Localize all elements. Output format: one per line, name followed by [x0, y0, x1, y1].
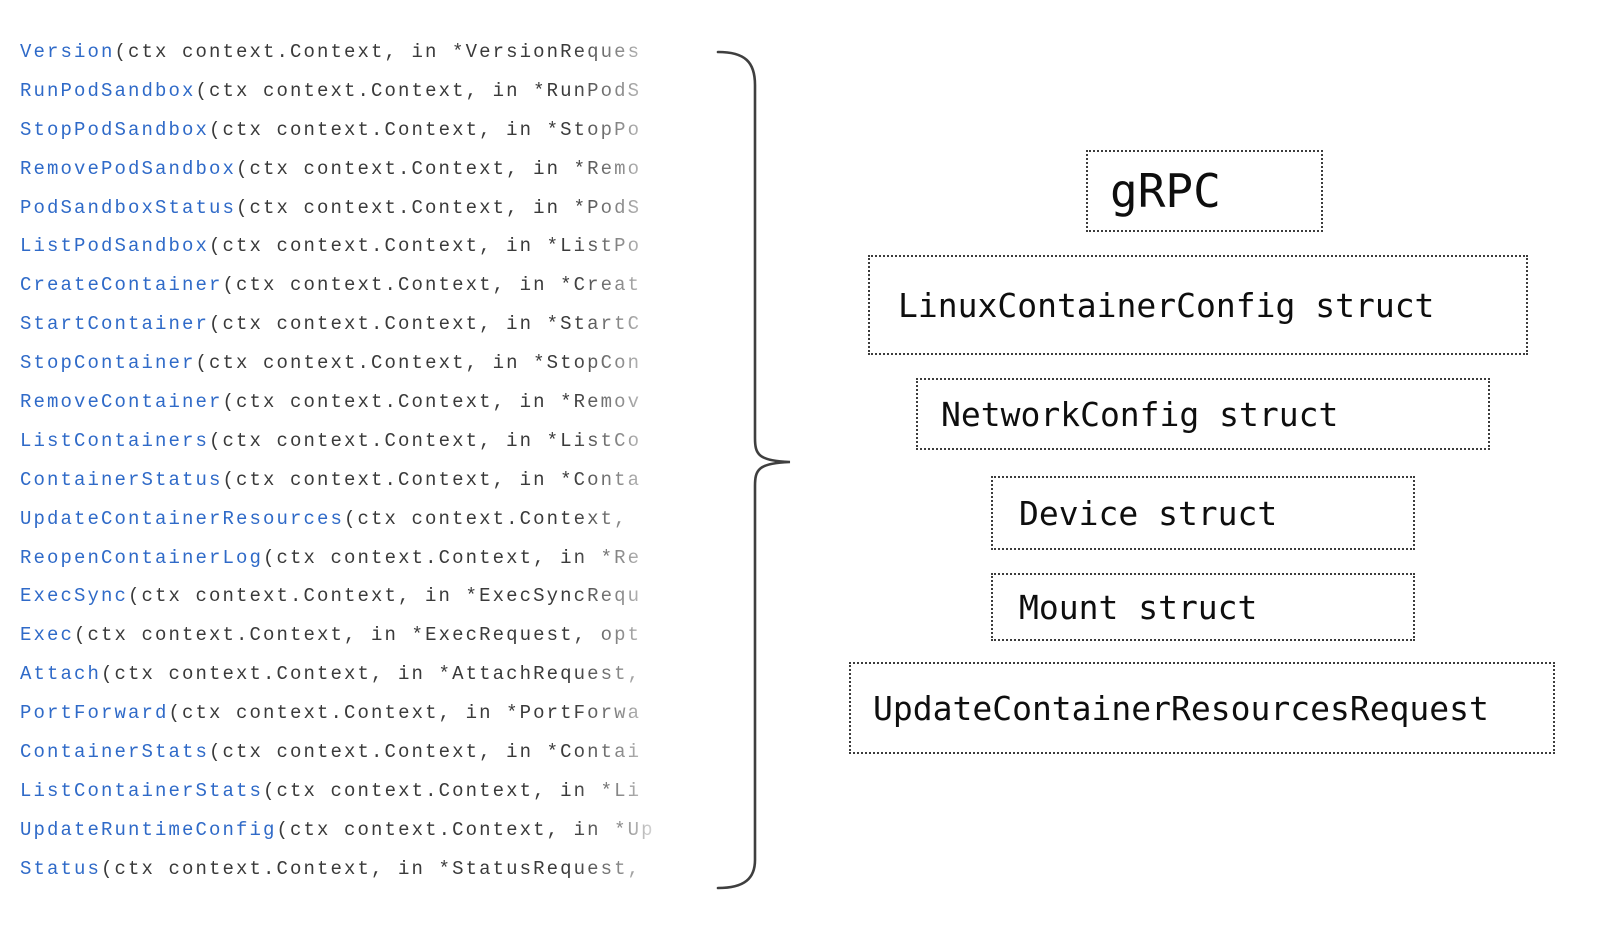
code-line: ReopenContainerLog(ctx context.Context, …	[20, 539, 680, 578]
code-line: Version(ctx context.Context, in *Version…	[20, 33, 680, 72]
signature-text: (ctx context.Context, in *StopPo	[209, 118, 642, 141]
signature-text: (ctx context.Context, in *AttachRequest,	[101, 663, 642, 686]
code-line: Attach(ctx context.Context, in *AttachRe…	[20, 655, 680, 694]
method-link[interactable]: ExecSync	[20, 585, 129, 608]
method-link[interactable]: RemoveContainer	[20, 391, 223, 414]
box-label: gRPC	[1110, 164, 1221, 218]
signature-text: (ctx context.Context, in *RunPodS	[195, 79, 642, 102]
box-label: NetworkConfig struct	[941, 394, 1339, 434]
signature-text: (ctx context.Context, in *StatusRequest,	[101, 857, 642, 880]
signature-text: (ctx context.Context, in *Creat	[222, 274, 642, 297]
method-link[interactable]: ListContainerStats	[20, 779, 264, 802]
box-label: UpdateContainerResourcesRequest	[873, 688, 1489, 728]
method-link[interactable]: UpdateRuntimeConfig	[20, 818, 277, 841]
code-line: RunPodSandbox(ctx context.Context, in *R…	[20, 72, 680, 111]
signature-text: (ctx context.Context, in *StopCon	[195, 352, 642, 375]
signature-text: (ctx context.Context, in *PodS	[236, 196, 642, 219]
signature-text: (ctx context.Context, in *ListPo	[209, 235, 642, 258]
box-network-config-struct: NetworkConfig struct	[916, 378, 1490, 450]
signature-text: (ctx context.Context, in *Conta	[222, 468, 642, 491]
signature-text: (ctx context.Context, in *ExecRequest, o…	[74, 624, 642, 647]
method-link[interactable]: UpdateContainerResources	[20, 507, 345, 530]
signature-text: (ctx context.Context, in *ListCo	[209, 429, 642, 452]
method-link[interactable]: ReopenContainerLog	[20, 546, 264, 569]
code-line: UpdateContainerResources(ctx context.Con…	[20, 500, 680, 539]
code-line: StopContainer(ctx context.Context, in *S…	[20, 344, 680, 383]
box-mount-struct: Mount struct	[991, 573, 1415, 641]
method-link[interactable]: ListPodSandbox	[20, 235, 210, 258]
method-link[interactable]: ListContainers	[20, 429, 210, 452]
code-line: PodSandboxStatus(ctx context.Context, in…	[20, 189, 680, 228]
method-link[interactable]: ContainerStats	[20, 741, 210, 764]
box-grpc: gRPC	[1086, 150, 1323, 232]
code-line: StartContainer(ctx context.Context, in *…	[20, 305, 680, 344]
code-line: ExecSync(ctx context.Context, in *ExecSy…	[20, 577, 680, 616]
method-link[interactable]: Status	[20, 857, 102, 880]
code-listing: Version(ctx context.Context, in *Version…	[20, 33, 680, 893]
code-line: ListPodSandbox(ctx context.Context, in *…	[20, 227, 680, 266]
method-link[interactable]: RemovePodSandbox	[20, 157, 237, 180]
code-line: StopPodSandbox(ctx context.Context, in *…	[20, 111, 680, 150]
method-link[interactable]: StopPodSandbox	[20, 118, 210, 141]
code-line: ListContainerStats(ctx context.Context, …	[20, 772, 680, 811]
box-update-container-resources-request: UpdateContainerResourcesRequest	[849, 662, 1555, 754]
method-link[interactable]: PortForward	[20, 702, 169, 725]
box-label: Device struct	[1019, 493, 1278, 533]
code-line: PortForward(ctx context.Context, in *Por…	[20, 694, 680, 733]
signature-text: (ctx context.Context, in *ExecSyncRequ	[128, 585, 642, 608]
signature-text: (ctx context.Context, in *VersionReques	[114, 41, 642, 63]
code-line: ListContainers(ctx context.Context, in *…	[20, 422, 680, 461]
code-line: CreateContainer(ctx context.Context, in …	[20, 266, 680, 305]
method-link[interactable]: PodSandboxStatus	[20, 196, 237, 219]
code-line: RemoveContainer(ctx context.Context, in …	[20, 383, 680, 422]
code-line: UpdateRuntimeConfig(ctx context.Context,…	[20, 811, 680, 850]
curly-brace-icon	[716, 50, 791, 890]
signature-text: (ctx context.Context, in *Re	[263, 546, 642, 569]
signature-text: (ctx context.Context,	[344, 507, 628, 530]
method-link[interactable]: Attach	[20, 663, 102, 686]
box-label: Mount struct	[1019, 587, 1258, 627]
signature-text: (ctx context.Context, in *Remo	[236, 157, 642, 180]
method-link[interactable]: CreateContainer	[20, 274, 223, 297]
method-link[interactable]: StartContainer	[20, 313, 210, 336]
method-link[interactable]: Exec	[20, 624, 75, 647]
signature-text: (ctx context.Context, in *Contai	[209, 741, 642, 764]
code-line: Status(ctx context.Context, in *StatusRe…	[20, 850, 680, 889]
signature-text: (ctx context.Context, in *PortForwa	[168, 702, 642, 725]
signature-text: (ctx context.Context, in *Li	[263, 779, 642, 802]
box-label: LinuxContainerConfig struct	[898, 285, 1435, 325]
method-link[interactable]: Version	[20, 41, 115, 63]
box-device-struct: Device struct	[991, 476, 1415, 550]
signature-text: (ctx context.Context, in *StartC	[209, 313, 642, 336]
signature-text: (ctx context.Context, in *Remov	[222, 391, 642, 414]
code-line: ContainerStatus(ctx context.Context, in …	[20, 461, 680, 500]
method-link[interactable]: StopContainer	[20, 352, 196, 375]
method-link[interactable]: RunPodSandbox	[20, 79, 196, 102]
code-line: Exec(ctx context.Context, in *ExecReques…	[20, 616, 680, 655]
box-linux-container-config-struct: LinuxContainerConfig struct	[868, 255, 1528, 355]
code-line: RemovePodSandbox(ctx context.Context, in…	[20, 150, 680, 189]
method-link[interactable]: ContainerStatus	[20, 468, 223, 491]
code-line: ContainerStats(ctx context.Context, in *…	[20, 733, 680, 772]
signature-text: (ctx context.Context, in *Up	[276, 818, 655, 841]
